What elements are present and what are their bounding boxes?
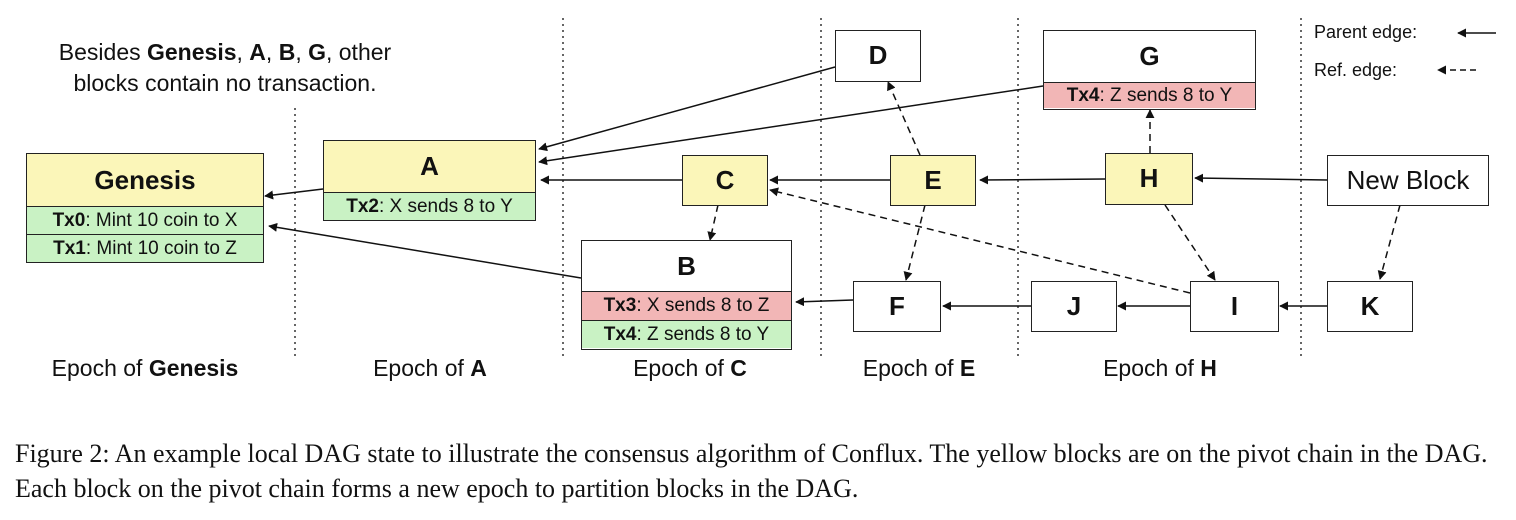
- block-h: H: [1105, 153, 1193, 205]
- block-new-label: New Block: [1346, 164, 1470, 195]
- epoch-name: E: [959, 355, 976, 381]
- annotation-note: Besides Genesis, A, B, G, other blocks c…: [20, 37, 430, 99]
- note-b: B: [278, 39, 296, 65]
- tx3-text: : X sends 8 to Z: [636, 295, 770, 316]
- epoch-prefix: Epoch of: [373, 355, 471, 381]
- block-i: I: [1190, 281, 1279, 332]
- block-d-label: D: [868, 40, 888, 70]
- block-c-label: C: [715, 164, 735, 195]
- block-genesis-label: Genesis: [27, 154, 263, 206]
- note-line2: blocks contain no transaction.: [73, 70, 377, 96]
- epoch-label-e: Epoch of E: [820, 355, 1018, 382]
- block-genesis: Genesis Tx0: Mint 10 coin to X Tx1: Mint…: [26, 153, 264, 263]
- parent-edges: [264, 66, 1328, 311]
- tx1-text: : Mint 10 coin to Z: [85, 237, 237, 259]
- tx4-row: Tx4: Z sends 8 to Y: [582, 320, 791, 348]
- epoch-name: Genesis: [148, 355, 239, 381]
- tx2-row: Tx2: X sends 8 to Y: [324, 192, 535, 220]
- block-h-label: H: [1139, 163, 1159, 193]
- tx1-row: Tx1: Mint 10 coin to Z: [27, 234, 263, 262]
- note-text: , other: [325, 39, 392, 65]
- block-d: D: [835, 30, 921, 82]
- tx3-row: Tx3: X sends 8 to Z: [582, 291, 791, 320]
- block-i-label: I: [1230, 290, 1239, 321]
- note-genesis: Genesis: [147, 39, 237, 65]
- epoch-name: H: [1200, 355, 1217, 381]
- block-a-label: A: [324, 141, 535, 192]
- block-g: G Tx4: Z sends 8 to Y: [1043, 30, 1256, 110]
- tx2-text: : X sends 8 to Y: [378, 195, 513, 217]
- epoch-prefix: Epoch of: [51, 355, 149, 381]
- epoch-label-h: Epoch of H: [1060, 355, 1260, 382]
- tx0-row: Tx0: Mint 10 coin to X: [27, 206, 263, 234]
- note-sep: ,: [236, 39, 250, 65]
- tx0-text: : Mint 10 coin to X: [85, 209, 238, 231]
- figure-caption: Figure 2: An example local DAG state to …: [15, 439, 1488, 503]
- note-g: G: [308, 39, 326, 65]
- epoch-prefix: Epoch of: [1103, 355, 1201, 381]
- epoch-separators: [294, 18, 1302, 360]
- epoch-name: A: [470, 355, 487, 381]
- block-c: C: [682, 155, 768, 206]
- note-text: Besides: [58, 39, 147, 65]
- legend-ref-edge: Ref. edge:: [1314, 60, 1398, 80]
- tx4-text-g: : Z sends 8 to Y: [1099, 84, 1233, 106]
- note-sep: ,: [265, 39, 279, 65]
- tx4-text: : Z sends 8 to Y: [636, 323, 770, 345]
- block-j-label: J: [1066, 290, 1082, 321]
- epoch-label-genesis: Epoch of Genesis: [20, 355, 270, 382]
- epoch-label-a: Epoch of A: [330, 355, 530, 382]
- epoch-label-c: Epoch of C: [590, 355, 790, 382]
- block-e: E: [890, 155, 976, 206]
- legend-samples: [1437, 28, 1496, 75]
- legend-parent-edge: Parent edge:: [1314, 22, 1418, 42]
- tx2-id: Tx2: [346, 195, 379, 217]
- block-j: J: [1031, 281, 1117, 332]
- block-k: K: [1327, 281, 1413, 332]
- reference-edges: [707, 81, 1401, 294]
- block-f-label: F: [889, 290, 905, 321]
- epoch-name: C: [730, 355, 747, 381]
- block-b: B Tx3: X sends 8 to Z Tx4: Z sends 8 to …: [581, 240, 792, 350]
- block-g-label: G: [1139, 41, 1160, 71]
- note-sep: ,: [295, 39, 309, 65]
- tx3-id: Tx3: [603, 295, 637, 316]
- block-k-label: K: [1360, 290, 1380, 321]
- dag-edges: [264, 18, 1496, 360]
- tx1-id: Tx1: [53, 237, 86, 259]
- epoch-prefix: Epoch of: [633, 355, 731, 381]
- block-new: New Block: [1327, 155, 1489, 206]
- block-f: F: [853, 281, 941, 332]
- tx4-id-g: Tx4: [1066, 84, 1100, 106]
- tx4-id: Tx4: [603, 323, 637, 345]
- block-a: A Tx2: X sends 8 to Y: [323, 140, 536, 221]
- tx4-row-g: Tx4: Z sends 8 to Y: [1044, 82, 1255, 108]
- block-b-label: B: [677, 250, 696, 281]
- tx0-id: Tx0: [52, 209, 86, 231]
- note-a: A: [249, 39, 266, 65]
- epoch-prefix: Epoch of: [862, 355, 960, 381]
- block-e-label: E: [924, 164, 942, 195]
